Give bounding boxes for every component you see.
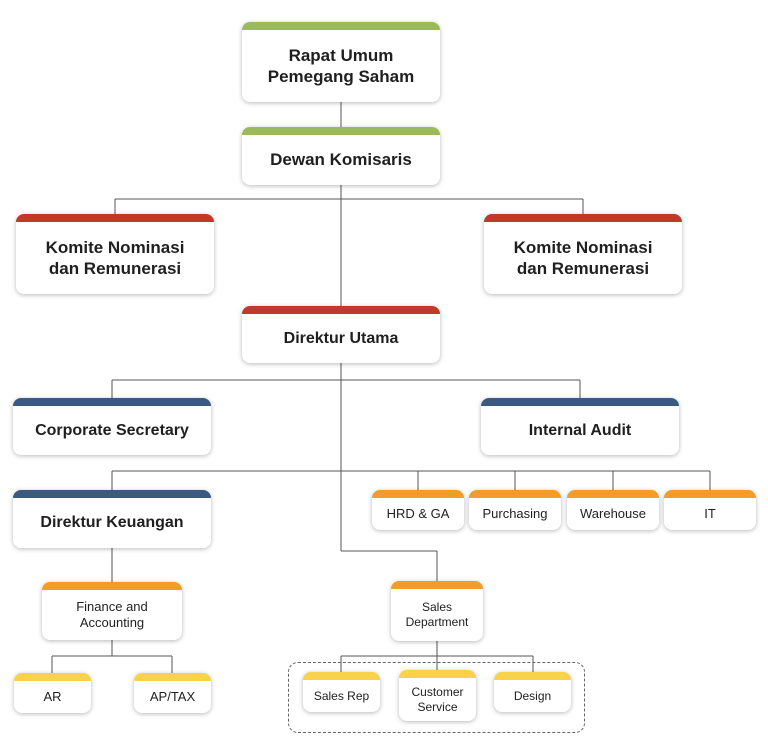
node-direktur-utama[interactable]: Direktur Utama bbox=[242, 306, 440, 363]
node-label: Rapat Umum Pemegang Saham bbox=[267, 45, 415, 86]
node-label: Design bbox=[513, 688, 552, 703]
node-label: Komite Nominasi dan Remunerasi bbox=[45, 237, 185, 278]
node-label: Direktur Keuangan bbox=[40, 514, 184, 531]
node-label: Purchasing bbox=[482, 505, 548, 521]
node-label: AR bbox=[43, 688, 62, 704]
node-komite-nominasi-right[interactable]: Komite Nominasi dan Remunerasi bbox=[484, 214, 682, 294]
node-label: IT bbox=[704, 505, 716, 521]
node-design[interactable]: Design bbox=[494, 672, 571, 712]
node-finance-and-accounting[interactable]: Finance and Accounting bbox=[42, 582, 182, 640]
node-label: AP/TAX bbox=[149, 688, 196, 704]
node-sales-department[interactable]: Sales Department bbox=[391, 581, 483, 641]
node-ar[interactable]: AR bbox=[14, 673, 91, 713]
sales-team-group bbox=[288, 662, 585, 733]
node-purchasing[interactable]: Purchasing bbox=[469, 490, 561, 530]
node-label: Dewan Komisaris bbox=[270, 150, 412, 170]
node-label: Finance and Accounting bbox=[76, 598, 148, 630]
node-warehouse[interactable]: Warehouse bbox=[567, 490, 659, 530]
node-label: Sales Department bbox=[405, 600, 469, 629]
node-label: Corporate Secretary bbox=[35, 421, 189, 439]
node-label: HRD & GA bbox=[386, 505, 450, 521]
node-label: Customer Service bbox=[411, 684, 464, 714]
node-label: Internal Audit bbox=[528, 421, 632, 439]
node-customer-service[interactable]: Customer Service bbox=[399, 670, 476, 721]
node-hrd-ga[interactable]: HRD & GA bbox=[372, 490, 464, 530]
node-label: Warehouse bbox=[580, 505, 646, 521]
node-dewan-komisaris[interactable]: Dewan Komisaris bbox=[242, 127, 440, 185]
node-it[interactable]: IT bbox=[664, 490, 756, 530]
node-direktur-keuangan[interactable]: Direktur Keuangan bbox=[13, 490, 211, 548]
node-label: Direktur Utama bbox=[283, 329, 399, 347]
node-internal-audit[interactable]: Internal Audit bbox=[481, 398, 679, 455]
node-label: Komite Nominasi dan Remunerasi bbox=[513, 237, 653, 278]
node-sales-rep[interactable]: Sales Rep bbox=[303, 672, 380, 712]
node-komite-nominasi-left[interactable]: Komite Nominasi dan Remunerasi bbox=[16, 214, 214, 294]
node-label: Sales Rep bbox=[313, 688, 370, 703]
node-rapat-umum-pemegang-saham[interactable]: Rapat Umum Pemegang Saham bbox=[242, 22, 440, 102]
node-ap-tax[interactable]: AP/TAX bbox=[134, 673, 211, 713]
node-corporate-secretary[interactable]: Corporate Secretary bbox=[13, 398, 211, 455]
